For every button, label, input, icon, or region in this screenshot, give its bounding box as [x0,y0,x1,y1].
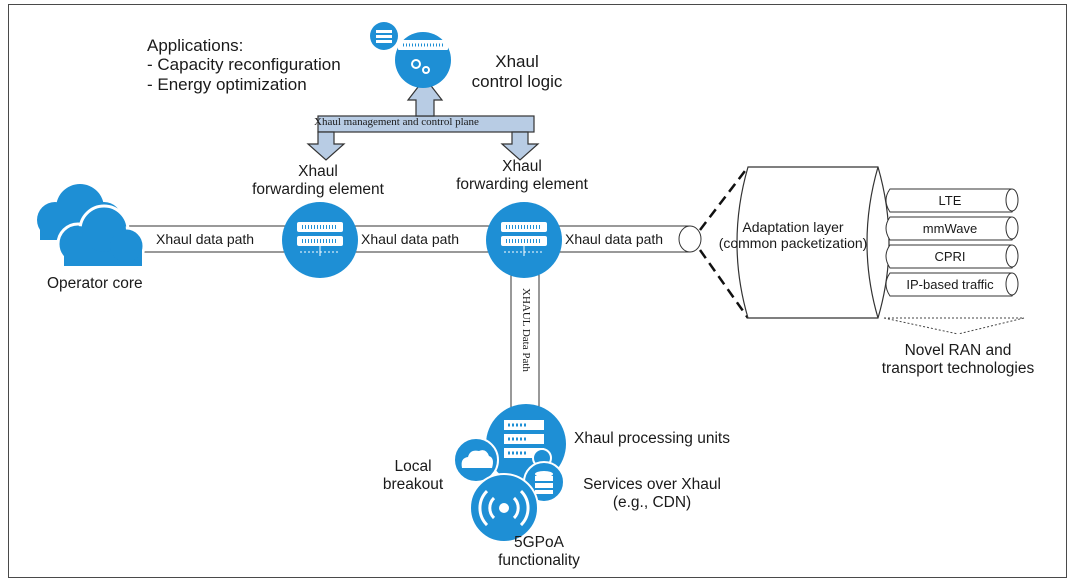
forwarding-element-2-line2: forwarding element [456,175,588,193]
forwarding-element-1-line2: forwarding element [252,180,384,198]
poa-label: 5GPoA functionality [474,534,604,570]
ran-bracket [883,317,1025,335]
applications-title: Applications: [147,36,244,55]
adaptation-layer-line1: Adaptation layer [742,219,844,235]
operator-core-label: Operator core [47,275,143,292]
management-plane-label: Xhaul management and control plane [314,116,479,128]
poa-line2: functionality [498,551,580,569]
local-breakout-label: Local breakout [378,458,448,494]
forwarding-element-1-icon [282,202,358,278]
control-logic-line1: Xhaul [495,52,539,71]
applications-item-2: - Energy optimization [147,75,307,94]
control-logic-line2: control logic [471,71,563,91]
novel-ran-label: Novel RAN and transport technologies [868,342,1048,378]
data-path-label-1: Xhaul data path [154,231,257,247]
forwarding-element-1-line1: Xhaul [298,163,338,180]
services-line2: (e.g., CDN) [612,493,692,511]
cloud-icon [37,184,146,266]
poa-antenna-icon [469,473,539,543]
control-logic-label: Xhaul control logic [462,52,572,91]
data-path-label-2: Xhaul data path [359,231,462,247]
adaptation-fan-lines [698,166,750,319]
forwarding-element-2-label: Xhaul forwarding element [432,158,612,194]
figure-frame [8,4,1067,578]
adaptation-layer-cylinder [736,166,890,319]
local-breakout-cloud-icon [453,437,499,483]
local-breakout-line2: breakout [382,475,444,493]
management-plane-arrows [306,77,540,161]
tech-ip-based: IP-based traffic [906,277,994,292]
vertical-data-path-label: XHAUL Data Path [520,288,532,372]
tech-cpri: CPRI [934,249,966,264]
local-breakout-line1: Local [394,458,432,475]
novel-ran-line1: Novel RAN and [904,342,1012,359]
tech-mmwave: mmWave [922,221,978,236]
tech-lte: LTE [938,193,962,208]
applications-item-1: - Capacity reconfiguration [147,55,341,74]
forwarding-element-2-line1: Xhaul [502,158,542,175]
adaptation-layer-label: Adaptation layer (common packetization) [698,219,888,251]
vertical-data-pipe [510,257,540,419]
pipe-end-connector [678,225,702,253]
forwarding-element-1-label: Xhaul forwarding element [228,163,408,199]
forwarding-element-2-icon [486,202,562,278]
novel-ran-line2: transport technologies [881,359,1035,377]
technology-tubes [885,188,1019,297]
adaptation-layer-line2: (common packetization) [718,235,868,252]
control-logic-icon [370,22,451,88]
processing-units-label: Xhaul processing units [574,430,730,447]
services-line1: Services over Xhaul [583,476,721,493]
poa-line1: 5GPoA [514,534,564,551]
services-label: Services over Xhaul (e.g., CDN) [562,476,742,512]
data-path-label-3: Xhaul data path [563,231,666,247]
